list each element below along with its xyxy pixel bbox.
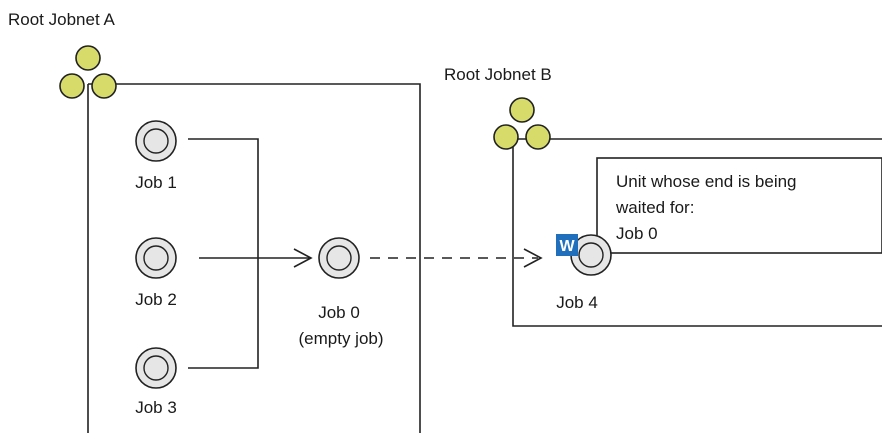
jobnet-a-label: Root Jobnet A [8,10,115,29]
job-1-node[interactable] [135,120,177,162]
job-1-label: Job 1 [135,173,177,192]
jobnet-b-icon [493,97,551,150]
wait-badge-icon: W [556,234,578,256]
note-line-3: Job 0 [616,224,658,243]
wait-arrowhead [523,248,543,268]
job-0-label: Job 0 [318,303,360,322]
jobnet-b-label: Root Jobnet B [444,65,552,84]
note-line-2: waited for: [615,198,694,217]
job-2-label: Job 2 [135,290,177,309]
wait-badge-letter: W [559,238,575,255]
job-2-node[interactable] [135,237,177,279]
jobnet-a-frame [87,83,421,433]
wait-note-box [596,157,882,254]
job-0-arrowhead [293,248,313,268]
job-3-node[interactable] [135,347,177,389]
jobnet-b-frame [512,138,882,327]
job-4-label: Job 4 [556,293,598,312]
note-line-1: Unit whose end is being [616,172,797,191]
merge-connector [188,138,259,369]
job-3-label: Job 3 [135,398,177,417]
job-4-node[interactable] [570,234,612,276]
job-0-sublabel: (empty job) [298,329,383,348]
jobnet-a-icon [59,45,117,99]
job-0-node[interactable] [318,237,360,279]
